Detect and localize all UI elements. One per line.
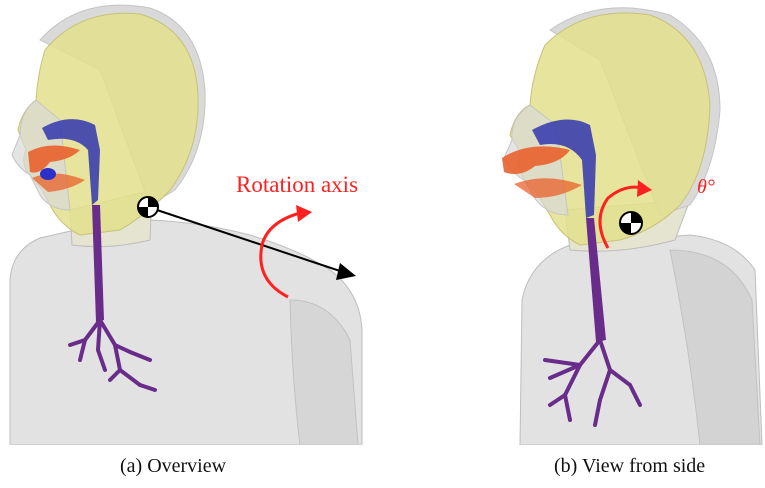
- rotation-arrowhead-a: [296, 205, 312, 222]
- caption-b: (b) View from side: [554, 455, 705, 478]
- pivot-marker-b: [620, 212, 642, 234]
- rotation-axis-arrowhead: [336, 263, 356, 280]
- panel-a-overview: [0, 0, 380, 445]
- tongue-blob: [40, 168, 56, 180]
- panel-b-side-view: [490, 0, 765, 445]
- theta-angle-label: θ°: [697, 176, 715, 199]
- pivot-marker-a: [138, 197, 158, 217]
- rotation-axis-label: Rotation axis: [236, 172, 358, 198]
- caption-a: (a) Overview: [120, 455, 226, 478]
